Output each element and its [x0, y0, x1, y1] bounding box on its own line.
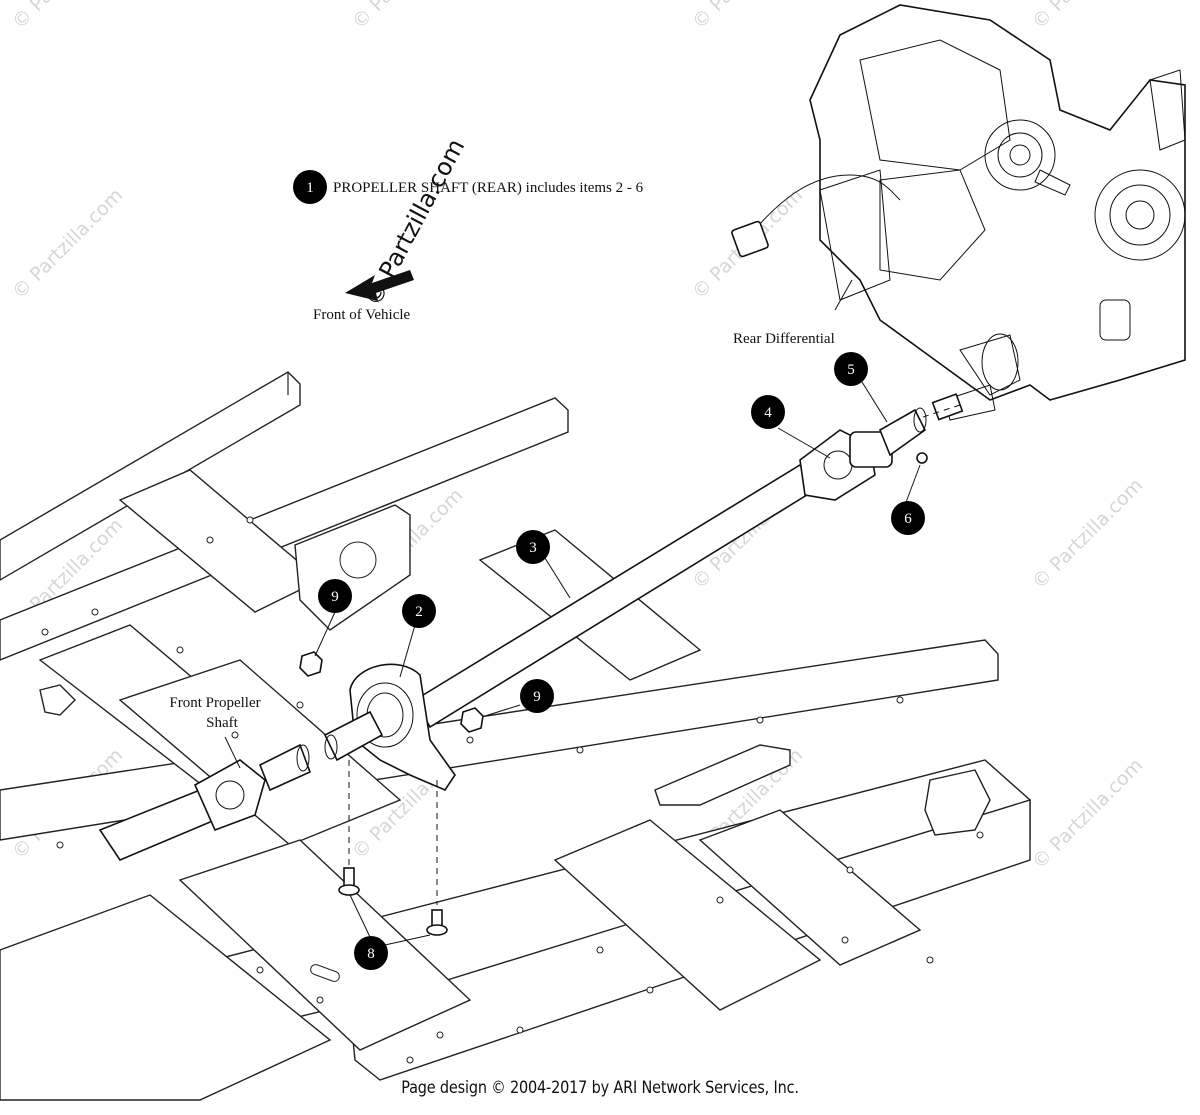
watermark: © Partzilla.com	[8, 184, 127, 303]
callout-5: 5	[834, 352, 868, 386]
leader-lines	[224, 279, 921, 946]
svg-text:5: 5	[847, 362, 855, 378]
callout-9-left: 9	[318, 579, 352, 613]
callouts: 1 2 3 4 5 6 8 9 9	[293, 170, 925, 970]
chassis-frame	[0, 371, 1031, 1101]
callout-9-right: 9	[520, 679, 554, 713]
callout-1: 1	[293, 170, 327, 204]
callout-2: 2	[402, 594, 436, 628]
front-of-vehicle-arrow	[345, 270, 414, 301]
labels: PROPELLER SHAFT (REAR) includes items 2 …	[169, 180, 834, 731]
watermark: © Partzilla.com	[688, 0, 807, 34]
rear-differential-label: Rear Differential	[733, 331, 835, 347]
svg-text:3: 3	[529, 540, 537, 556]
watermark: © Partzilla.com	[1028, 0, 1147, 34]
title-line: PROPELLER SHAFT (REAR) includes items 2 …	[333, 180, 644, 196]
watermark: © Partzilla.com	[348, 0, 467, 34]
svg-text:1: 1	[306, 180, 314, 196]
watermark: © Partzilla.com	[8, 0, 127, 34]
front-of-vehicle-label: Front of Vehicle	[313, 307, 411, 323]
front-propeller-label-1: Front Propeller	[169, 695, 260, 711]
svg-text:9: 9	[331, 589, 339, 605]
svg-text:8: 8	[367, 946, 375, 962]
svg-text:4: 4	[764, 405, 772, 421]
watermark: © Partzilla.com	[1028, 474, 1147, 593]
watermark: © Partzilla.com	[1028, 754, 1147, 873]
footer-copyright: Page design © 2004-2017 by ARI Network S…	[401, 1078, 799, 1098]
svg-text:9: 9	[533, 689, 541, 705]
callout-6: 6	[891, 501, 925, 535]
svg-text:6: 6	[904, 511, 912, 527]
callout-3: 3	[516, 530, 550, 564]
front-propeller-shaft	[98, 743, 312, 861]
frame-holes	[41, 516, 984, 1064]
callout-4: 4	[751, 395, 785, 429]
callout-8: 8	[354, 936, 388, 970]
front-propeller-label-2: Shaft	[206, 715, 238, 731]
rear-propeller-shaft	[299, 393, 964, 936]
svg-text:2: 2	[415, 604, 423, 620]
watermark-center: © Partzilla.com	[359, 134, 471, 311]
rear-differential	[731, 4, 1186, 421]
